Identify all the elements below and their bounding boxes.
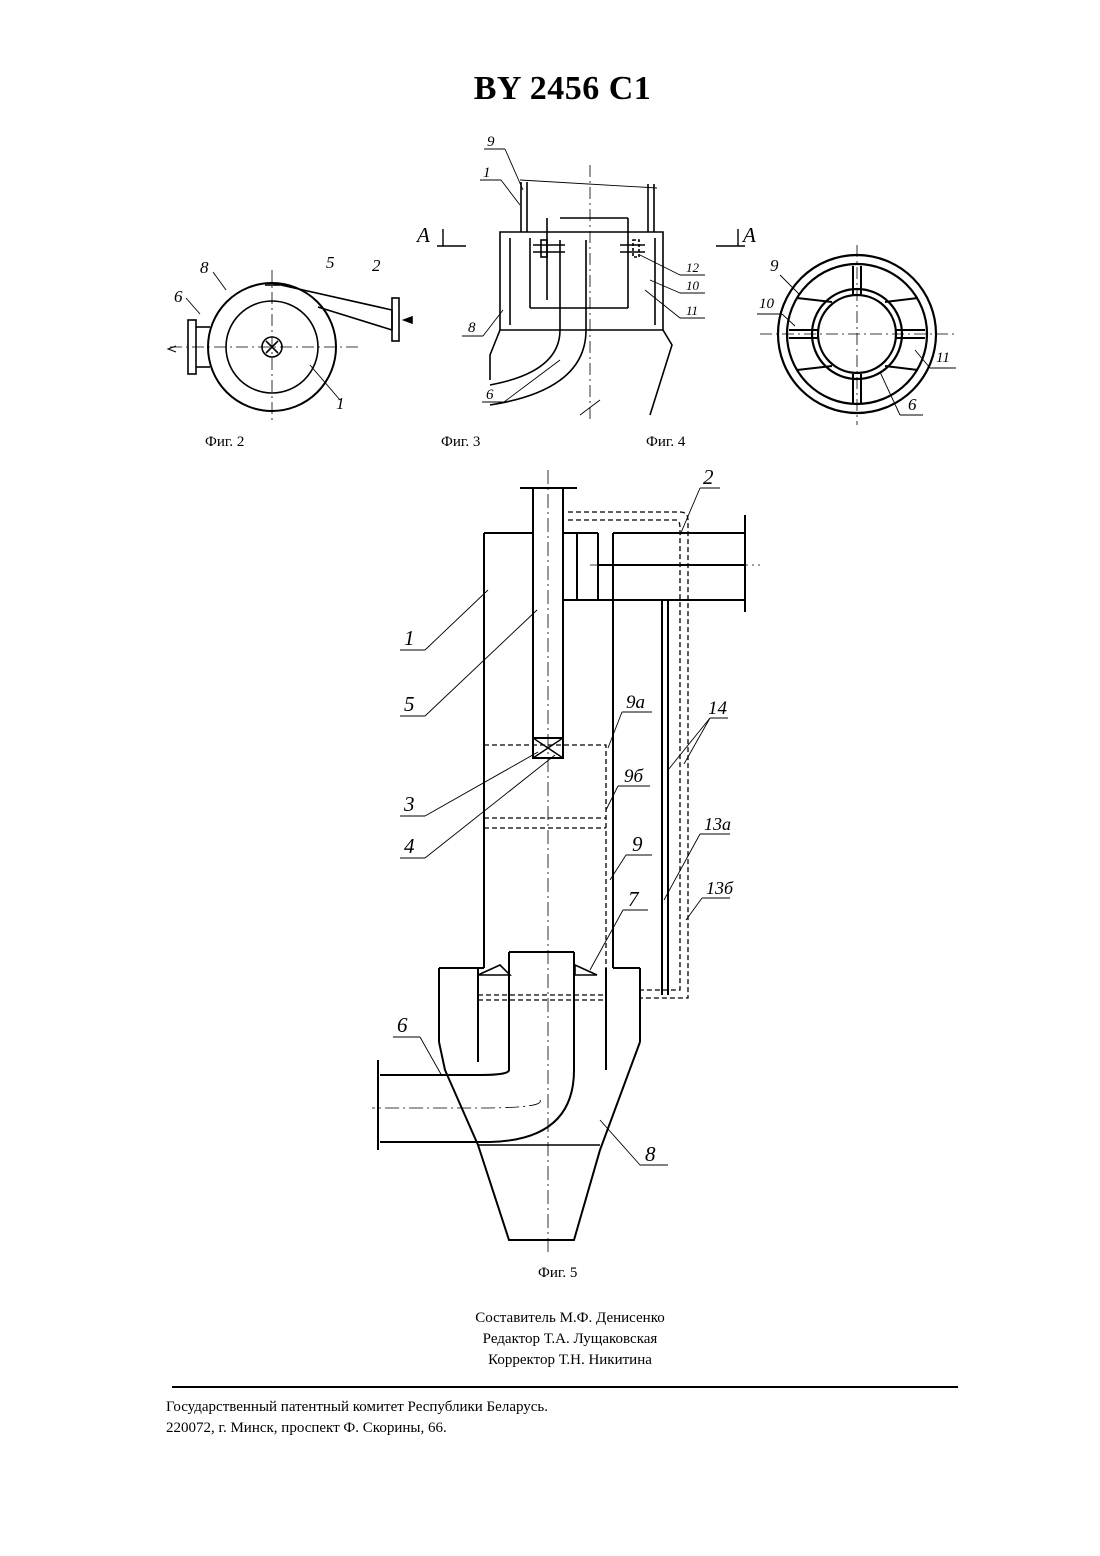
fig5-label-3: 3 (403, 792, 415, 816)
figure-3-caption: Фиг. 3 (441, 434, 480, 451)
fig5-label-9a: 9а (626, 692, 645, 713)
figure-2-drawing: 8 5 2 6 1 (168, 253, 412, 420)
figure-3-drawing: 9 1 A A 12 10 11 8 6 (415, 134, 756, 420)
fig4-label-9: 9 (770, 256, 779, 275)
fig3-label-11: 11 (686, 303, 698, 318)
fig2-label-1: 1 (336, 394, 345, 413)
fig5-label-13b: 13б (706, 878, 734, 898)
footer-divider (172, 1386, 958, 1388)
figure-2-caption: Фиг. 2 (205, 434, 244, 451)
fig5-label-5: 5 (404, 692, 415, 716)
fig5-label-8: 8 (645, 1142, 656, 1166)
fig3-label-8: 8 (468, 320, 476, 336)
fig5-label-9b: 9б (624, 766, 645, 787)
footer-address: 220072, г. Минск, проспект Ф. Скорины, 6… (166, 1418, 548, 1439)
figure-4-drawing: 9 10 11 6 (757, 245, 956, 425)
figures-drawing: 8 5 2 6 1 (0, 0, 1100, 1300)
fig5-label-9: 9 (632, 832, 643, 856)
footer-organization: Государственный патентный комитет Респуб… (166, 1397, 548, 1418)
fig2-label-5: 5 (326, 253, 335, 272)
section-mark-a-left: A (415, 223, 430, 247)
fig5-label-4: 4 (404, 834, 415, 858)
figure-5-drawing: 2 1 5 9а 14 3 9б 4 13а 9 13б 7 6 8 (372, 465, 760, 1255)
fig5-label-6: 6 (397, 1013, 408, 1037)
fig5-label-13a: 13а (704, 814, 731, 834)
fig3-label-6: 6 (486, 387, 494, 403)
figure-4-caption: Фиг. 4 (646, 434, 685, 451)
fig3-label-1: 1 (483, 165, 491, 181)
fig5-label-14: 14 (708, 698, 728, 719)
section-mark-a-right: A (741, 223, 756, 247)
credits-block: Составитель М.Ф. Денисенко Редактор Т.А.… (370, 1308, 770, 1371)
corrector-line: Корректор Т.Н. Никитина (370, 1350, 770, 1371)
fig2-label-6: 6 (174, 287, 183, 306)
fig4-label-10: 10 (759, 296, 775, 312)
fig5-label-1: 1 (404, 626, 415, 650)
fig5-label-2: 2 (703, 465, 714, 489)
compiler-line: Составитель М.Ф. Денисенко (370, 1308, 770, 1329)
fig3-label-9: 9 (487, 134, 495, 150)
figure-5-caption: Фиг. 5 (538, 1265, 577, 1282)
fig4-label-6: 6 (908, 395, 917, 414)
fig2-label-2: 2 (372, 256, 381, 275)
fig5-label-7: 7 (628, 887, 640, 911)
footer-block: Государственный патентный комитет Респуб… (166, 1397, 548, 1439)
fig3-label-12: 12 (686, 260, 700, 275)
fig2-label-8: 8 (200, 258, 209, 277)
fig3-label-10: 10 (686, 278, 700, 293)
editor-line: Редактор Т.А. Лущаковская (370, 1329, 770, 1350)
fig4-label-11: 11 (936, 350, 950, 366)
